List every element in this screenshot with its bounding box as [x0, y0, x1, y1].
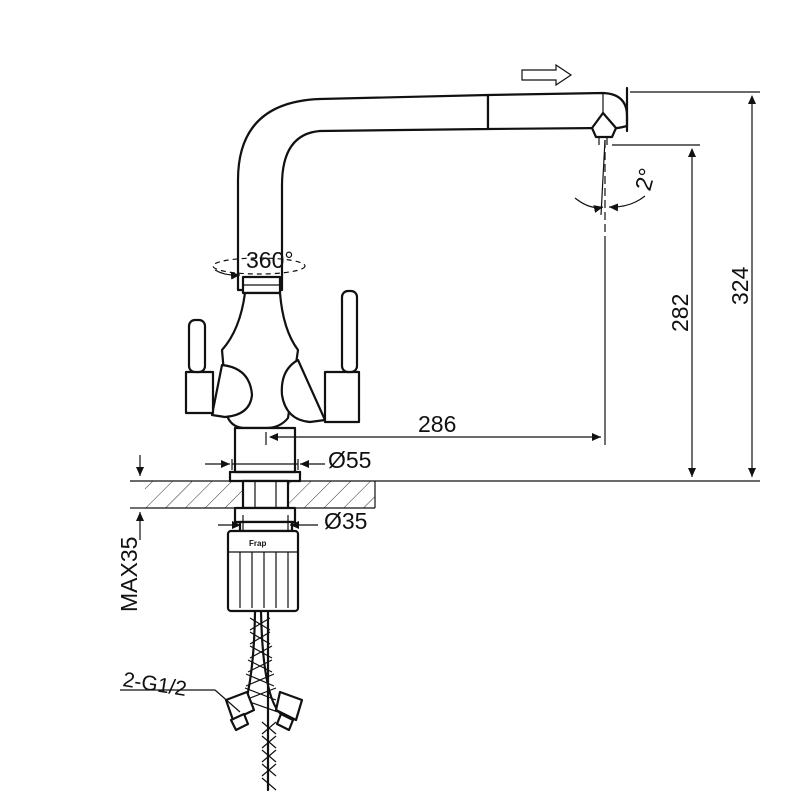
countertop — [130, 480, 760, 509]
base-diameter-label: Ø55 — [328, 447, 371, 473]
faucet-body — [184, 86, 629, 483]
mounting-assembly — [226, 479, 300, 613]
flow-arrow-icon — [521, 63, 573, 87]
max-thickness-label: MAX35 — [116, 537, 142, 612]
tilt-arc-icon — [574, 139, 646, 236]
reach-label: 286 — [418, 411, 456, 437]
rotation-arrow-icon — [212, 257, 306, 280]
brand-mark: Frap — [249, 539, 266, 548]
spout-height-label: 282 — [667, 294, 693, 332]
dimension-spout-height — [612, 144, 700, 477]
braided-hoses — [224, 610, 304, 792]
total-height-label: 324 — [727, 266, 753, 305]
connection-leader — [120, 689, 241, 713]
dimension-reach — [265, 236, 606, 445]
dimension-shank-diameter — [218, 515, 318, 532]
tilt-label: 2° — [630, 165, 661, 193]
dimension-base-diameter — [205, 459, 325, 470]
shank-diameter-label: Ø35 — [324, 508, 367, 534]
dimension-total-height — [630, 91, 760, 477]
rotation-label: 360° — [246, 247, 294, 273]
connection-label: 2-G1/2 — [121, 668, 188, 701]
